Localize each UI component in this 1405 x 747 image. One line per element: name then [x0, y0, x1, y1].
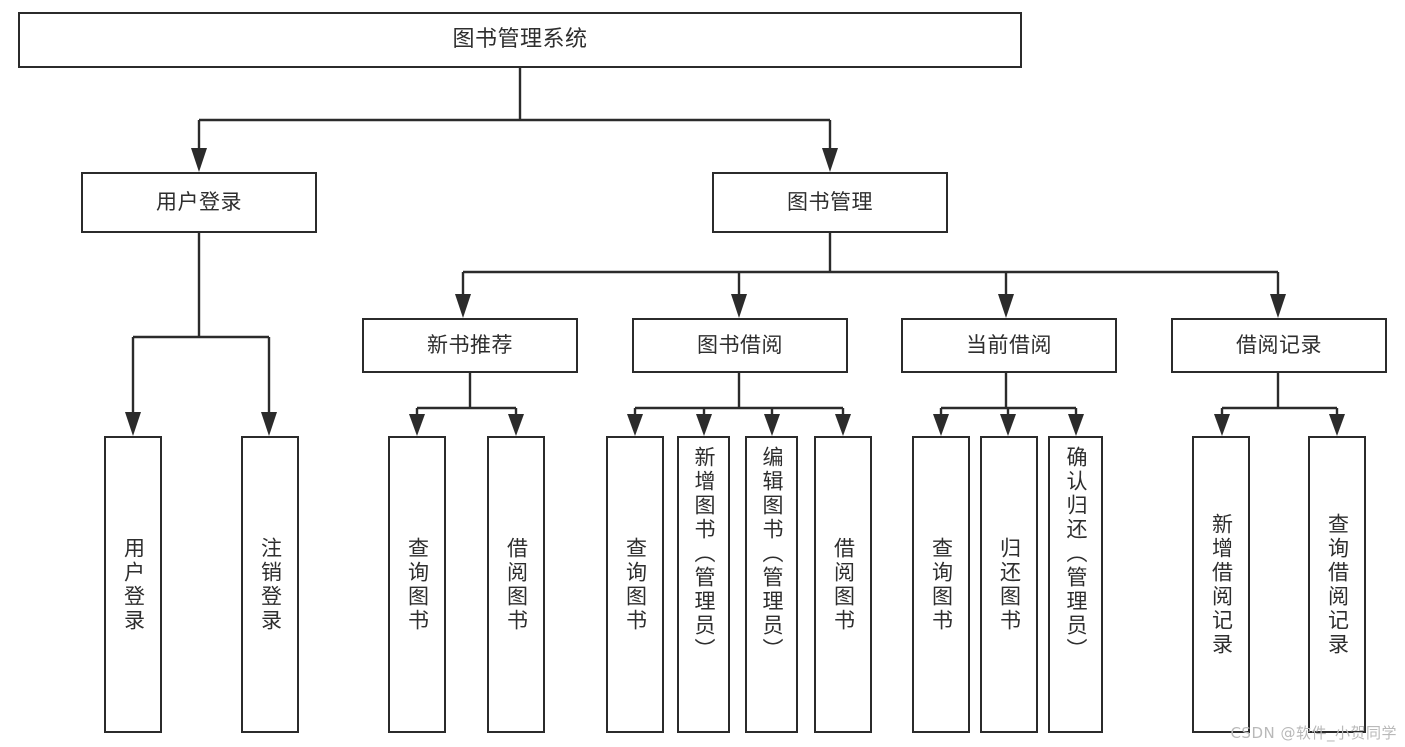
node-label: 注销登录	[258, 536, 283, 633]
node-label: 当前借阅	[966, 332, 1052, 357]
arrow-user-login-leaf-1	[125, 412, 141, 436]
leaf-book-borrow-borrow-book[interactable]: 借阅图书	[814, 436, 872, 733]
leaf-current-borrow-query-book[interactable]: 查询图书	[912, 436, 970, 733]
arrow-br-leaf-1	[1214, 414, 1230, 436]
leaf-current-borrow-return-book[interactable]: 归还图书	[980, 436, 1038, 733]
node-label: 新增图书（管理员）	[692, 446, 716, 662]
node-label: 用户登录	[156, 189, 242, 214]
node-label: 图书管理系统	[452, 26, 588, 52]
leaf-book-borrow-edit-book-admin[interactable]: 编辑图书（管理员）	[745, 436, 798, 733]
arrow-cb-leaf-3	[1068, 414, 1084, 436]
leaf-new-book-borrow-book[interactable]: 借阅图书	[487, 436, 545, 733]
node-label: 借阅记录	[1236, 332, 1322, 357]
leaf-user-login-logout[interactable]: 注销登录	[241, 436, 299, 733]
node-label: 查询借阅记录	[1325, 512, 1350, 657]
node-book-management[interactable]: 图书管理	[712, 172, 948, 233]
arrow-nbr-leaf-2	[508, 414, 524, 436]
node-book-borrow[interactable]: 图书借阅	[632, 318, 848, 373]
node-label: 编辑图书（管理员）	[760, 446, 784, 662]
leaf-borrow-record-query-record[interactable]: 查询借阅记录	[1308, 436, 1366, 733]
leaf-book-borrow-add-book-admin[interactable]: 新增图书（管理员）	[677, 436, 730, 733]
node-new-book-recommend[interactable]: 新书推荐	[362, 318, 578, 373]
arrow-nbr-leaf-1	[409, 414, 425, 436]
leaf-current-borrow-confirm-return-admin[interactable]: 确认归还（管理员）	[1048, 436, 1103, 733]
arrow-bb-leaf-3	[764, 414, 780, 436]
node-label: 归还图书	[997, 536, 1022, 633]
leaf-user-login-login[interactable]: 用户登录	[104, 436, 162, 733]
leaf-borrow-record-add-record[interactable]: 新增借阅记录	[1192, 436, 1250, 733]
node-label: 用户登录	[121, 536, 146, 633]
node-label: 借阅图书	[831, 536, 856, 633]
arrow-root-to-book-manage	[822, 148, 838, 172]
arrow-bb-leaf-1	[627, 414, 643, 436]
node-label: 新书推荐	[427, 332, 513, 357]
arrow-bm-to-borrow-record	[1270, 294, 1286, 318]
node-label: 新增借阅记录	[1209, 512, 1234, 657]
leaf-book-borrow-query-book[interactable]: 查询图书	[606, 436, 664, 733]
node-current-borrow[interactable]: 当前借阅	[901, 318, 1117, 373]
arrow-bm-to-book-borrow	[731, 294, 747, 318]
node-label: 查询图书	[405, 536, 430, 633]
arrow-bb-leaf-2	[696, 414, 712, 436]
node-label: 确认归还（管理员）	[1064, 446, 1088, 662]
leaf-new-book-query-book[interactable]: 查询图书	[388, 436, 446, 733]
node-root-book-management-system[interactable]: 图书管理系统	[18, 12, 1022, 68]
node-label: 查询图书	[929, 536, 954, 633]
node-user-login[interactable]: 用户登录	[81, 172, 317, 233]
arrow-bb-leaf-4	[835, 414, 851, 436]
node-label: 图书管理	[787, 189, 873, 214]
arrow-user-login-leaf-2	[261, 412, 277, 436]
arrow-bm-to-new-book	[455, 294, 471, 318]
arrow-br-leaf-2	[1329, 414, 1345, 436]
node-label: 查询图书	[623, 536, 648, 633]
node-label: 借阅图书	[504, 536, 529, 633]
arrow-cb-leaf-1	[933, 414, 949, 436]
arrow-bm-to-current-borrow	[998, 294, 1014, 318]
node-label: 图书借阅	[697, 332, 783, 357]
arrow-cb-leaf-2	[1000, 414, 1016, 436]
node-borrow-record[interactable]: 借阅记录	[1171, 318, 1387, 373]
arrow-root-to-user-login	[191, 148, 207, 172]
watermark-text: CSDN @软件_小贺同学	[1230, 724, 1397, 742]
